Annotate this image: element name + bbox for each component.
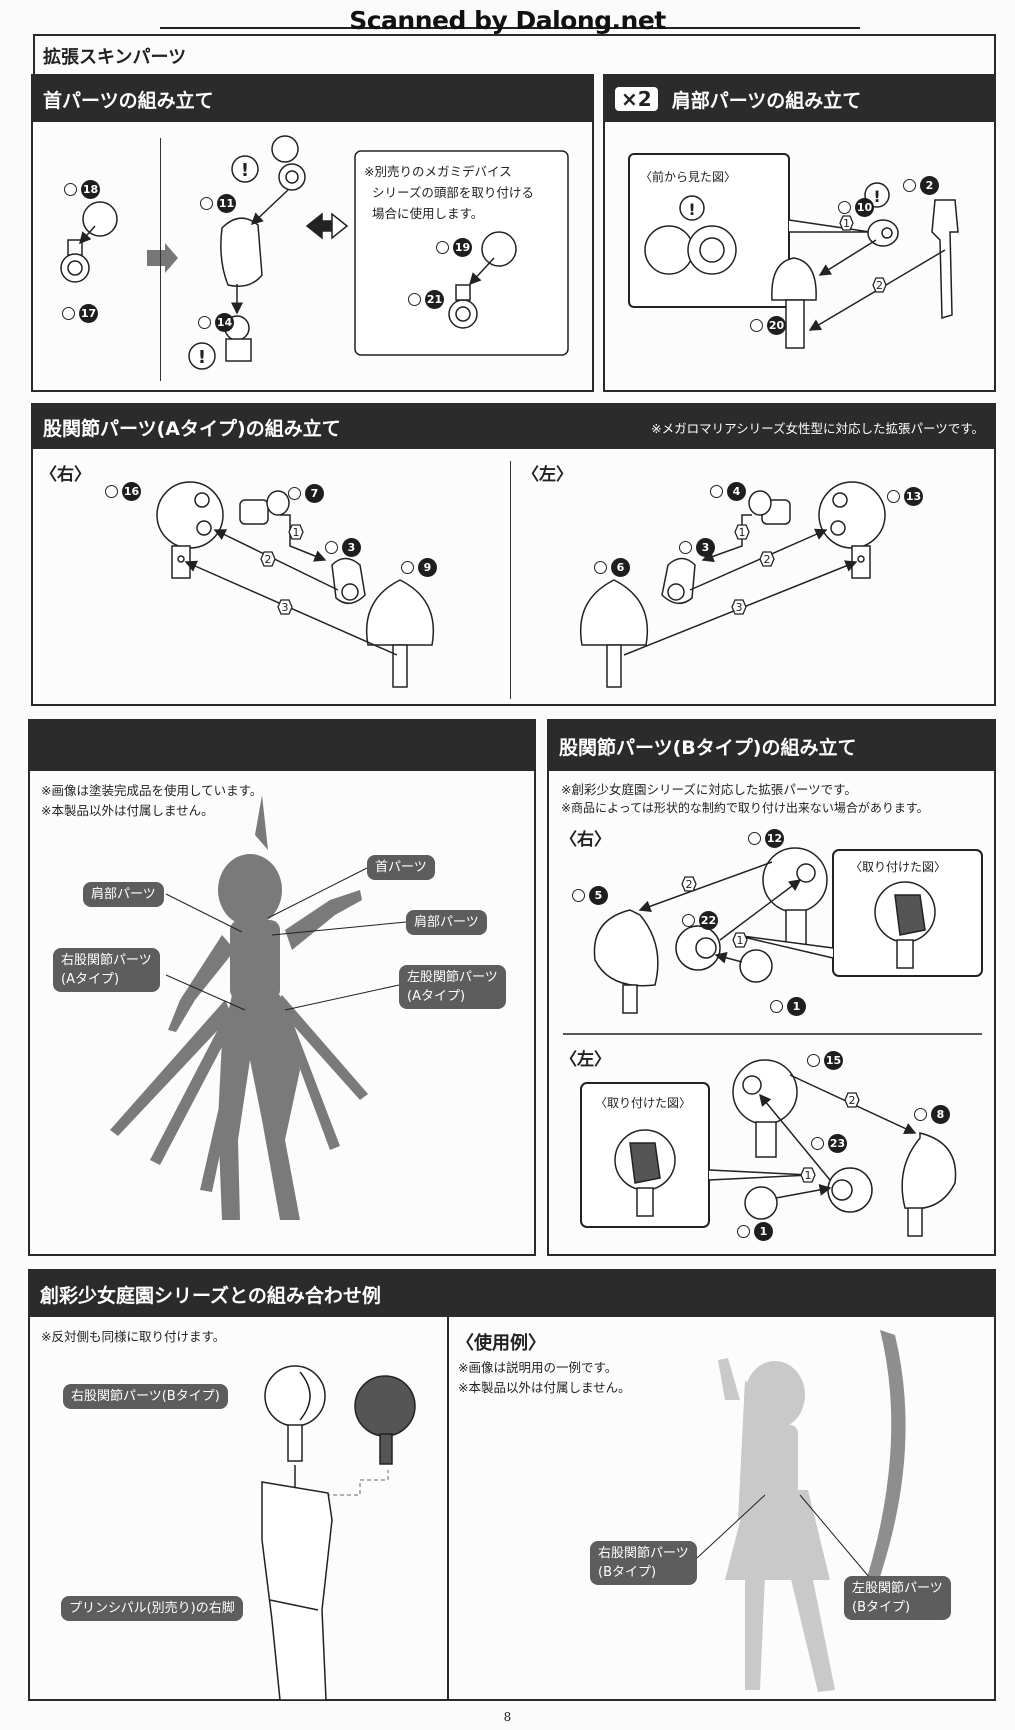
- combo-note: ※反対側も同様に取り付けます。: [41, 1329, 226, 1344]
- example-right-hip-label: 右股関節パーツ(Bタイプ): [590, 1541, 697, 1585]
- example-title: 〈使用例〉: [456, 1333, 546, 1354]
- quantity-badge: ×2: [615, 87, 658, 111]
- figure-header: [30, 721, 534, 771]
- hip-a-assembly-panel: 股関節パーツ(Aタイプ)の組み立て ※メガロマリアシリーズ女性型に対応した拡張パ…: [31, 403, 996, 706]
- hip-a-header: 股関節パーツ(Aタイプ)の組み立て ※メガロマリアシリーズ女性型に対応した拡張パ…: [33, 405, 994, 449]
- part-number: 2: [903, 176, 939, 195]
- figure-note: ※画像は塗装完成品を使用しています。: [41, 783, 263, 798]
- part-number: 10: [838, 198, 874, 217]
- watermark-underline: [160, 27, 860, 29]
- note-line: シリーズの頭部を取り付ける: [372, 185, 534, 200]
- note-line: 場合に使用します。: [372, 206, 484, 221]
- left-side-label: 〈左〉: [560, 1050, 611, 1070]
- right-hip-a-label: 右股関節パーツ(Aタイプ): [53, 948, 160, 992]
- example-note: ※本製品以外は付属しません。: [458, 1380, 631, 1395]
- left-hip-a-label: 左股関節パーツ(Aタイプ): [399, 965, 506, 1009]
- watermark: Scanned by Dalong.net: [349, 6, 666, 35]
- shoulder-part-label-right: 肩部パーツ: [406, 910, 487, 935]
- neck-title: 首パーツの組み立て: [43, 89, 214, 112]
- neck-note: ※別売りのメガミデバイス シリーズの頭部を取り付ける 場合に使用します。: [364, 161, 534, 224]
- hip-a-note: ※メガロマリアシリーズ女性型に対応した拡張パーツです。: [651, 420, 984, 436]
- part-number: 23: [811, 1134, 847, 1153]
- hip-b-note: ※創彩少女庭園シリーズに対応した拡張パーツです。: [561, 782, 857, 797]
- example-left-hip-label: 左股関節パーツ(Bタイプ): [844, 1576, 951, 1620]
- hip-b-part-label: 右股関節パーツ(Bタイプ): [63, 1384, 228, 1409]
- attached-view-title: 〈取り付けた図〉: [595, 1096, 692, 1110]
- part-number: 6: [594, 558, 630, 577]
- part-number: 12: [748, 829, 784, 848]
- page-title: 拡張スキンパーツ: [43, 47, 187, 68]
- part-number: 5: [572, 886, 608, 905]
- part-number: 16: [105, 482, 141, 501]
- part-number: 19: [436, 238, 472, 257]
- part-number: 8: [914, 1105, 950, 1124]
- part-number: 20: [750, 316, 786, 335]
- combo-divider: [447, 1315, 449, 1701]
- part-number: 7: [288, 484, 324, 503]
- hip-a-divider: [510, 461, 511, 699]
- part-number: 22: [682, 911, 718, 930]
- neck-assembly-panel: 首パーツの組み立て: [31, 74, 594, 392]
- part-number: 14: [198, 313, 234, 332]
- neck-part-label: 首パーツ: [367, 855, 435, 880]
- part-number: 21: [408, 290, 444, 309]
- part-number: 1: [770, 997, 806, 1016]
- page-number: 8: [503, 1710, 512, 1724]
- figure-note: ※本製品以外は付属しません。: [41, 803, 214, 818]
- part-number: 3: [679, 538, 715, 557]
- left-side-label: 〈左〉: [522, 465, 573, 485]
- note-line: ※別売りのメガミデバイス: [364, 164, 512, 179]
- attached-view-title: 〈取り付けた図〉: [850, 860, 947, 874]
- neck-header: 首パーツの組み立て: [33, 76, 592, 122]
- neck-divider: [160, 138, 161, 381]
- part-number: 15: [807, 1051, 843, 1070]
- hip-a-title: 股関節パーツ(Aタイプ)の組み立て: [43, 417, 341, 440]
- shoulder-part-label-left: 肩部パーツ: [83, 882, 164, 907]
- hip-b-header: 股関節パーツ(Bタイプ)の組み立て: [549, 721, 994, 771]
- hip-b-title: 股関節パーツ(Bタイプ)の組み立て: [559, 736, 857, 759]
- shoulder-header: ×2 肩部パーツの組み立て: [605, 76, 994, 122]
- part-number: 13: [887, 487, 923, 506]
- part-number: 18: [64, 180, 100, 199]
- page-title-box: 拡張スキンパーツ: [33, 34, 996, 76]
- part-number: 4: [710, 482, 746, 501]
- shoulder-title: 肩部パーツの組み立て: [671, 89, 862, 112]
- hip-b-note: ※商品によっては形状的な制約で取り付け出来ない場合があります。: [561, 801, 929, 815]
- part-number: 11: [200, 194, 236, 213]
- example-note: ※画像は説明用の一例です。: [458, 1360, 618, 1375]
- shoulder-assembly-panel: ×2 肩部パーツの組み立て: [603, 74, 996, 392]
- principal-leg-label: プリンシパル(別売り)の右脚: [61, 1596, 243, 1621]
- combo-title: 創彩少女庭園シリーズとの組み合わせ例: [40, 1284, 381, 1307]
- part-number: 17: [62, 304, 98, 323]
- right-side-label: 〈右〉: [40, 465, 91, 485]
- right-side-label: 〈右〉: [560, 830, 611, 850]
- part-number: 1: [737, 1222, 773, 1241]
- part-number: 3: [325, 538, 361, 557]
- combo-header: 創彩少女庭園シリーズとの組み合わせ例: [30, 1271, 994, 1317]
- part-number: 9: [401, 558, 437, 577]
- front-view-title: 〈前から見た図〉: [640, 170, 737, 184]
